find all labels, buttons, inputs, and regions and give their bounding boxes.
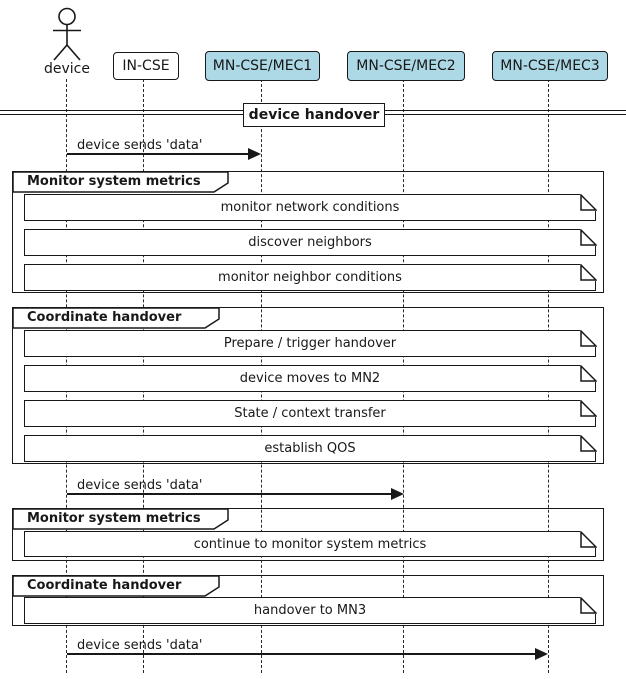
message-1-arrowhead-icon <box>248 148 261 160</box>
note-fold-icon <box>579 193 597 211</box>
message-1-label: device sends 'data' <box>77 138 203 153</box>
participant-in-cse-label: IN-CSE <box>122 58 170 74</box>
divider-title-label: device handover <box>248 107 380 123</box>
message-3-line <box>67 653 539 655</box>
note-discover-neighbors: discover neighbors <box>24 228 597 256</box>
participant-mn-cse-mec1: MN-CSE/MEC1 <box>205 51 320 81</box>
note-handover-to-mn3: handover to MN3 <box>24 596 597 624</box>
note-fold-icon <box>579 596 597 614</box>
group-monitor-system-metrics-2: Monitor system metrics <box>11 507 604 561</box>
group-3-tab <box>11 507 229 530</box>
actor-stick-figure-icon <box>53 7 81 61</box>
note-text: State / context transfer <box>234 406 386 421</box>
group-3-label: Monitor system metrics <box>27 511 201 526</box>
group-coordinate-handover-1: Coordinate handover <box>11 306 604 464</box>
note-establish-qos: establish QOS <box>24 434 597 462</box>
group-2-label: Coordinate handover <box>27 310 182 325</box>
message-3-label: device sends 'data' <box>77 638 203 653</box>
note-monitor-network-conditions: monitor network conditions <box>24 193 597 221</box>
divider-title: device handover <box>243 103 385 127</box>
message-3-arrowhead-icon <box>535 648 548 660</box>
message-2-arrowhead-icon <box>391 488 404 500</box>
participant-mn-cse-mec3: MN-CSE/MEC3 <box>492 51 608 81</box>
group-2-tab <box>11 306 220 329</box>
note-fold-icon <box>579 228 597 246</box>
note-text: monitor neighbor conditions <box>218 270 402 285</box>
group-coordinate-handover-2: Coordinate handover <box>11 574 604 626</box>
note-text: device moves to MN2 <box>239 371 381 386</box>
note-fold-icon <box>579 263 597 281</box>
group-1-tab <box>11 170 229 193</box>
note-text: monitor network conditions <box>220 200 400 215</box>
message-2-line <box>67 493 395 495</box>
group-1-label: Monitor system metrics <box>27 174 201 189</box>
message-1-line <box>67 153 253 155</box>
note-monitor-neighbor-conditions: monitor neighbor conditions <box>24 263 597 291</box>
note-fold-icon <box>579 399 597 417</box>
note-fold-icon <box>579 364 597 382</box>
note-text: handover to MN3 <box>253 603 367 618</box>
group-monitor-system-metrics-1: Monitor system metrics <box>11 170 604 293</box>
note-state-context-transfer: State / context transfer <box>24 399 597 427</box>
note-device-moves-to-mn2: device moves to MN2 <box>24 364 597 392</box>
participant-mn-cse-mec2-label: MN-CSE/MEC2 <box>356 58 456 74</box>
actor-label: device <box>44 61 90 77</box>
note-text: establish QOS <box>264 441 356 456</box>
group-4-label: Coordinate handover <box>27 578 182 593</box>
note-text: discover neighbors <box>248 235 372 250</box>
note-text: Prepare / trigger handover <box>223 336 397 351</box>
participant-mn-cse-mec3-label: MN-CSE/MEC3 <box>500 58 600 74</box>
note-text: continue to monitor system metrics <box>193 536 427 552</box>
note-fold-icon <box>579 329 597 347</box>
note-fold-icon <box>579 530 597 548</box>
note-continue-monitor: continue to monitor system metrics <box>24 530 597 557</box>
participant-in-cse: IN-CSE <box>113 52 179 80</box>
participant-mn-cse-mec2: MN-CSE/MEC2 <box>347 51 465 81</box>
message-2-label: device sends 'data' <box>77 478 203 493</box>
note-prepare-trigger-handover: Prepare / trigger handover <box>24 329 597 357</box>
group-4-tab <box>11 574 220 597</box>
participant-mn-cse-mec1-label: MN-CSE/MEC1 <box>212 58 313 74</box>
note-fold-icon <box>579 434 597 452</box>
